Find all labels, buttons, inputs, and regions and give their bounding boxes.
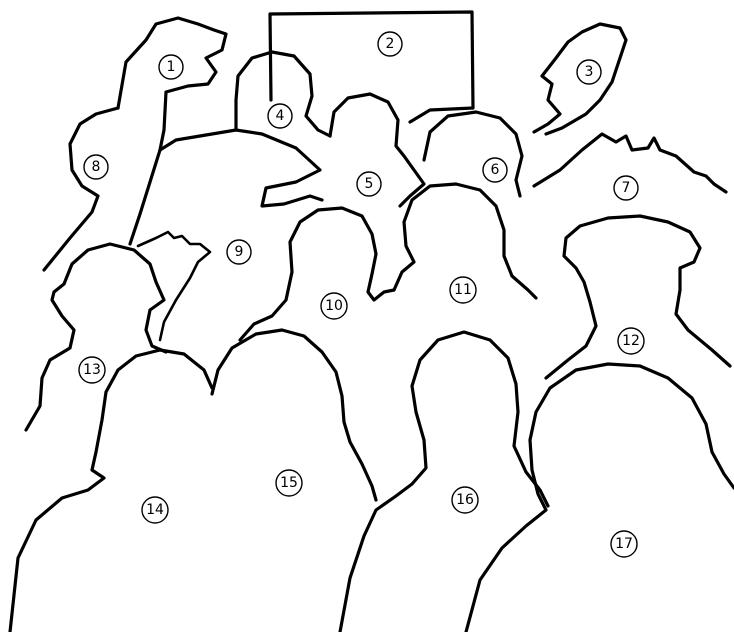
label-6: 6 — [483, 158, 507, 182]
figure-1-outline — [118, 18, 226, 150]
label-14: 14 — [142, 497, 168, 523]
svg-text:5: 5 — [365, 176, 374, 192]
figure-17-outline — [466, 364, 734, 632]
label-13: 13 — [79, 357, 105, 383]
label-2: 2 — [378, 32, 402, 56]
figure-9-outline — [130, 130, 322, 244]
figure-4-outline — [160, 52, 330, 150]
figure-12-outline — [546, 216, 730, 378]
figure-10-outline — [240, 208, 394, 340]
svg-text:8: 8 — [92, 159, 101, 175]
label-4: 4 — [268, 104, 292, 128]
svg-text:14: 14 — [146, 502, 164, 518]
label-12: 12 — [618, 328, 644, 354]
label-8: 8 — [84, 155, 108, 179]
figure-13-outline — [26, 244, 166, 430]
label-15: 15 — [276, 470, 302, 496]
svg-text:1: 1 — [167, 59, 176, 75]
svg-text:9: 9 — [235, 244, 244, 260]
figure-2-frame — [270, 12, 473, 122]
label-3: 3 — [577, 60, 601, 84]
svg-text:4: 4 — [276, 108, 285, 124]
svg-text:3: 3 — [585, 64, 594, 80]
label-5: 5 — [357, 172, 381, 196]
label-7: 7 — [614, 176, 638, 200]
svg-text:16: 16 — [456, 492, 474, 508]
label-11: 11 — [450, 277, 476, 303]
label-1: 1 — [159, 55, 183, 79]
svg-text:17: 17 — [615, 536, 633, 552]
svg-text:12: 12 — [622, 333, 640, 349]
label-10: 10 — [321, 293, 347, 319]
svg-text:15: 15 — [280, 475, 298, 491]
figure-6-outline — [424, 112, 522, 196]
label-9: 9 — [227, 240, 251, 264]
svg-text:7: 7 — [622, 180, 631, 196]
svg-text:13: 13 — [83, 362, 101, 378]
svg-text:2: 2 — [386, 36, 395, 52]
svg-text:6: 6 — [491, 162, 500, 178]
svg-text:10: 10 — [325, 298, 343, 314]
label-16: 16 — [452, 487, 478, 513]
svg-text:11: 11 — [454, 282, 472, 298]
label-17: 17 — [611, 531, 637, 557]
